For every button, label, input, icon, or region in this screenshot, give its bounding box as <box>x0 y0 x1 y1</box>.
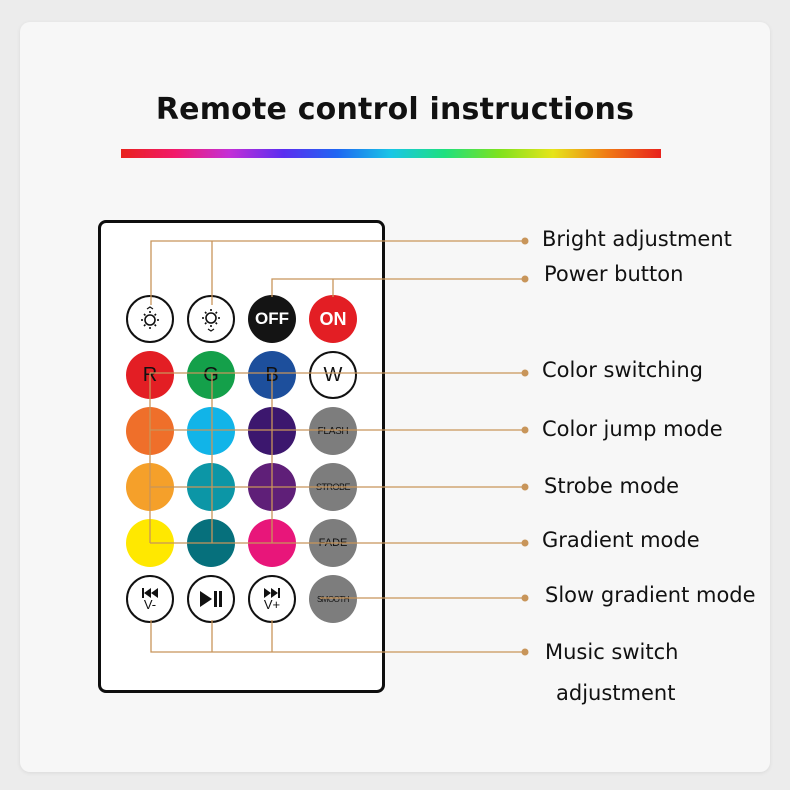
callout-dot-gradient <box>521 539 529 547</box>
smooth-label: SMOOTH <box>316 594 350 604</box>
green-label: G <box>203 363 219 386</box>
label-strobe-mode: Strobe mode <box>544 474 680 498</box>
on-button[interactable]: ON <box>309 295 357 343</box>
white-button[interactable]: W <box>309 351 357 399</box>
callout-dot-slow-gradient <box>521 594 529 602</box>
callout-dot-strobe <box>521 483 529 491</box>
label-color-jump-mode: Color jump mode <box>542 417 723 441</box>
previous-volume-down-button[interactable]: V- <box>126 575 174 623</box>
brightness-down-button[interactable] <box>126 295 174 343</box>
volume-up-label: V+ <box>263 596 281 612</box>
label-color-switching: Color switching <box>542 358 704 382</box>
callout-bright <box>150 240 525 305</box>
previous-track-icon <box>142 587 158 598</box>
callout-dot-music <box>521 648 529 656</box>
volume-down-label: V- <box>143 596 157 612</box>
label-music-switch: Music switch <box>545 640 679 664</box>
label-power-button: Power button <box>544 262 684 286</box>
white-label: W <box>323 363 343 386</box>
off-button[interactable]: OFF <box>248 295 296 343</box>
label-slow-gradient-mode: Slow gradient mode <box>545 583 756 607</box>
label-gradient-mode: Gradient mode <box>542 528 700 552</box>
flash-button[interactable]: FLASH <box>309 407 357 455</box>
next-volume-up-button[interactable]: V+ <box>248 575 296 623</box>
rainbow-divider <box>121 149 661 158</box>
play-pause-button[interactable] <box>187 575 235 623</box>
brightness-up-icon <box>202 309 220 332</box>
callout-dot-power <box>521 275 529 283</box>
callout-dot-color-jump <box>521 426 529 434</box>
brightness-down-icon <box>141 306 159 329</box>
on-label: ON <box>319 308 347 329</box>
off-label: OFF <box>255 309 289 328</box>
next-track-icon <box>264 587 280 598</box>
label-bright-adjustment: Bright adjustment <box>542 227 732 251</box>
page-title: Remote control instructions <box>155 92 635 127</box>
play-pause-icon <box>200 591 222 607</box>
flash-label: FLASH <box>317 425 349 437</box>
smooth-button[interactable]: SMOOTH <box>309 575 357 623</box>
callout-power <box>271 278 525 297</box>
color-button-sky-blue[interactable] <box>187 407 235 455</box>
green-button[interactable]: G <box>187 351 235 399</box>
callout-dot-color-switch <box>521 369 529 377</box>
callout-music <box>150 620 525 653</box>
brightness-up-button[interactable] <box>187 295 235 343</box>
label-music-adjustment: adjustment <box>556 681 676 705</box>
callout-dot-bright <box>521 237 529 245</box>
